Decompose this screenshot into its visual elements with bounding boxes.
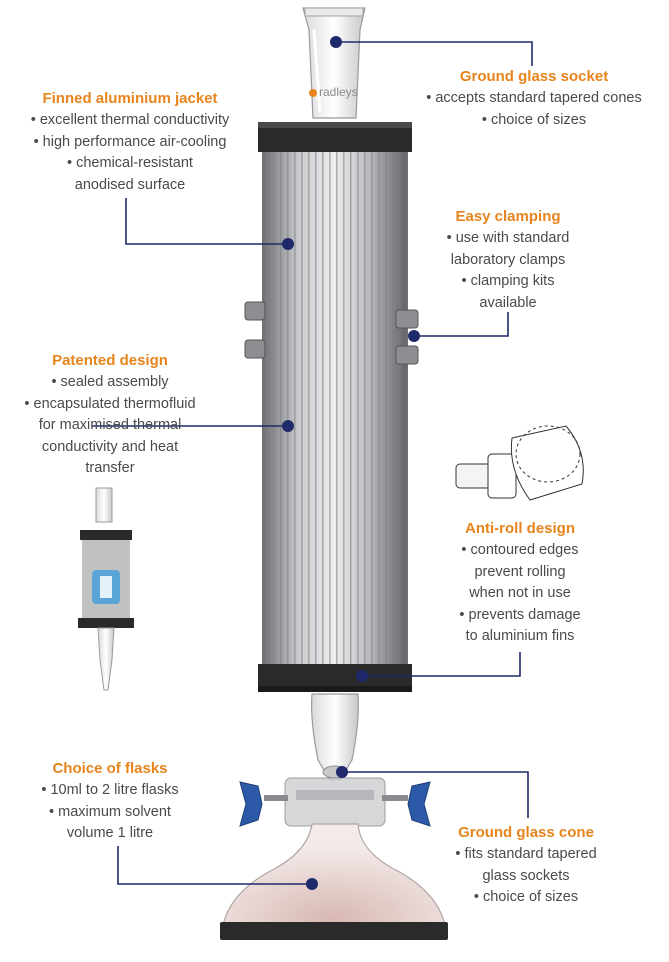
callout-line: prevent rolling [474,563,566,580]
leader-dots [282,36,420,890]
callout-line: glass sockets [482,867,570,884]
callout-title: Patented design [52,352,168,369]
callout-line: • encapsulated thermofluid [24,395,196,412]
callout-title: Finned aluminium jacket [42,90,218,107]
joint-clip [239,777,431,827]
callout-finned-jacket: Finned aluminium jacket • excellent ther… [12,88,248,196]
clamp-tabs [244,301,419,365]
callout-glass-cone: Ground glass cone • fits standard tapere… [444,822,608,909]
callout-line: • clamping kits [461,273,555,289]
anti-roll-detail [455,425,584,501]
callout-line: conductivity and heat [41,438,179,455]
callout-line: • high performance air-cooling [33,133,227,150]
callout-title: Anti-roll design [465,520,575,537]
callout-line: to aluminium fins [465,628,575,644]
leader-lines [92,41,533,885]
callout-line: • contoured edges [461,542,579,558]
callout-title: Ground glass socket [459,68,609,85]
callout-line: laboratory clamps [450,251,566,268]
callout-line: volume 1 litre [66,825,154,841]
brand-logo-dot [309,89,317,97]
callout-line: transfer [85,460,135,476]
callout-line: available [479,294,537,311]
callout-glass-socket: Ground glass socket • accepts standard t… [412,66,656,131]
callout-line: for maximised thermal [38,417,182,433]
callout-title: Ground glass cone [458,824,594,841]
callout-anti-roll: Anti-roll design • contoured edges preve… [438,518,602,648]
callout-title: Choice of flasks [52,760,168,777]
callout-line: • use with standard [446,230,570,246]
callout-line: • choice of sizes [481,111,587,128]
brand-mark: radleys [319,85,358,99]
callout-line: • excellent thermal conductivity [30,112,230,128]
callout-title: Easy clamping [455,208,561,225]
callout-choice-of-flasks: Choice of flasks • 10ml to 2 litre flask… [22,758,198,845]
aluminium-jacket [258,122,412,692]
callout-line: • fits standard tapered [455,846,597,862]
callout-line: • maximum solvent [49,803,171,820]
callout-line: • prevents damage [459,606,581,623]
callout-line: • choice of sizes [473,889,579,905]
callout-line: • accepts standard tapered cones [426,90,642,106]
callout-line: • 10ml to 2 litre flasks [41,782,179,798]
glass-cone [311,693,359,781]
flask [220,823,448,940]
callout-patented-design: Patented design • sealed assembly • enca… [6,350,214,480]
callout-easy-clamping: Easy clamping • use with standard labora… [418,206,598,314]
callout-line: • chemical-resistant [67,155,193,171]
cutaway-inset [78,487,134,691]
glass-socket: radleys [302,7,366,119]
callout-line: anodised surface [74,176,186,193]
callout-line: • sealed assembly [51,374,169,390]
callout-line: when not in use [469,585,571,601]
